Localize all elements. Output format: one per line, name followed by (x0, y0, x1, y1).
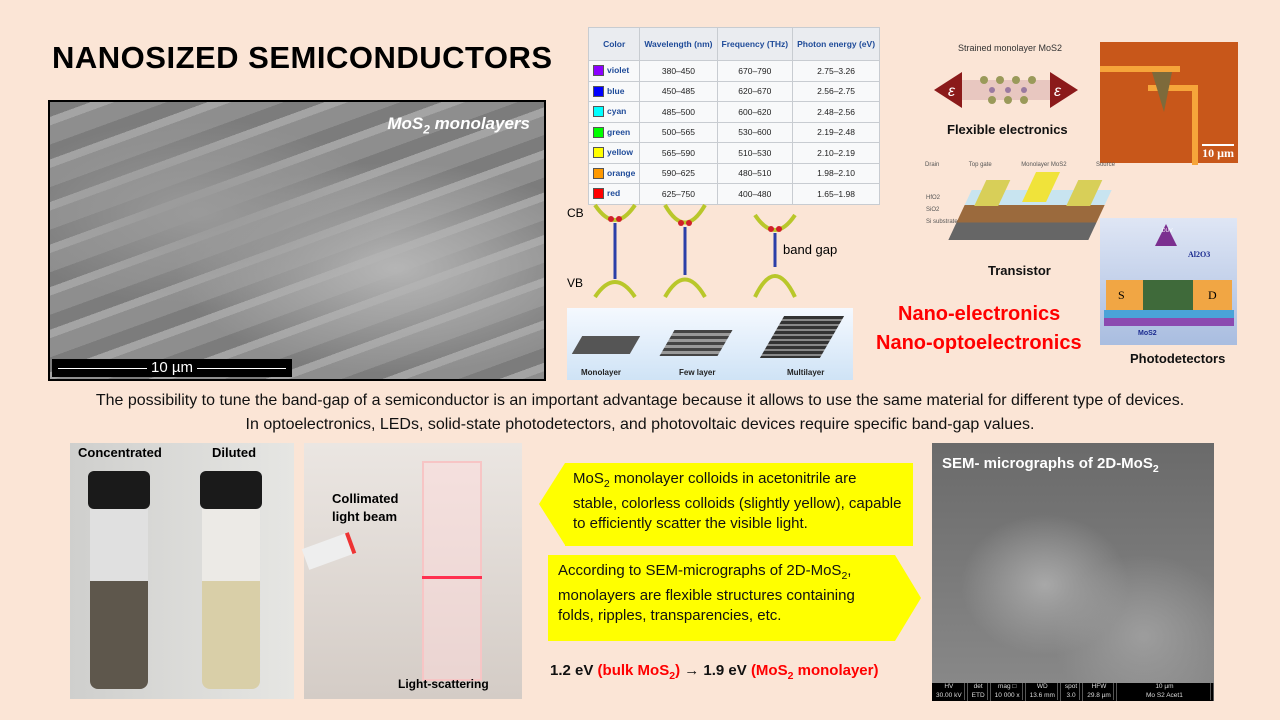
color-cell: violet (587, 60, 641, 82)
photodetectors-label: Photodetectors (1130, 351, 1226, 366)
layer-label: Multilayer (787, 368, 825, 377)
wavelength-cell: 565–590 (639, 142, 718, 164)
device-micrograph: 10 µm (1100, 42, 1238, 165)
sem-info-field: mag □10 000 x (991, 683, 1026, 701)
color-cell: green (587, 121, 641, 143)
table-header: Wavelength (nm) (639, 27, 718, 61)
vials-photo: Concentrated Diluted (70, 443, 294, 699)
wavelength-cell: 380–450 (639, 60, 718, 82)
energy-cell: 1.98–2.10 (792, 162, 881, 184)
strained-caption: Strained monolayer MoS2 (957, 43, 1063, 53)
band-gap-label: band gap (783, 242, 837, 257)
band-gap-diagram: CB VB band gap (567, 203, 837, 299)
energy-cell: 2.19–2.48 (792, 121, 881, 143)
energy-cell: 1.65–1.98 (792, 183, 881, 205)
band-gap-equation: 1.2 eV (bulk MoS2) → 1.9 eV (MoS2 monola… (550, 662, 879, 682)
nano-optoelectronics-text: Nano-optoelectronics (876, 332, 1082, 354)
color-cell: yellow (587, 142, 641, 164)
slide-title: NANOSIZED SEMICONDUCTORS (52, 40, 553, 75)
sem-label: MoS2 monolayers (387, 114, 530, 137)
energy-cell: 2.75–3.26 (792, 60, 881, 82)
color-swatch (593, 126, 604, 138)
transistor-figure (948, 172, 1112, 240)
table-header: Frequency (THz) (716, 27, 794, 61)
frequency-cell: 620–670 (716, 80, 794, 102)
sem2-label: SEM- micrographs of 2D-MoS2 (942, 455, 1159, 475)
color-swatch (593, 106, 604, 118)
table-header: Photon energy (eV) (792, 27, 881, 61)
frequency-cell: 480–510 (716, 162, 794, 184)
layers-figure: Monolayer Few layer Multilayer (567, 308, 853, 380)
vb-label: VB (567, 276, 583, 290)
table-header: Color (587, 27, 641, 61)
frequency-cell: 510–530 (716, 142, 794, 164)
frequency-cell: 670–790 (716, 60, 794, 82)
callout-colloids: MoS2 monolayer colloids in acetonitrile … (539, 463, 913, 546)
color-cell: orange (587, 162, 641, 184)
wavelength-cell: 590–625 (639, 162, 718, 184)
wavelength-cell: 485–500 (639, 101, 718, 123)
color-swatch (593, 147, 604, 159)
svg-text:ε: ε (948, 83, 956, 100)
description-paragraph: The possibility to tune the band-gap of … (95, 392, 1185, 433)
frequency-cell: 600–620 (716, 101, 794, 123)
energy-cell: 2.56–2.75 (792, 80, 881, 102)
sem-image-monolayers: MoS2 monolayers 10 µm (48, 100, 546, 381)
cb-label: CB (567, 206, 584, 220)
transistor-label: Transistor (988, 263, 1051, 278)
scale-label: 10 µm (1202, 144, 1234, 160)
scale-bar: 10 µm (52, 359, 292, 377)
layer-label: Monolayer (581, 368, 622, 377)
energy-cell: 2.48–2.56 (792, 101, 881, 123)
color-swatch (593, 85, 604, 97)
wavelength-cell: 450–485 (639, 80, 718, 102)
svg-text:ε: ε (1054, 83, 1062, 100)
color-cell: blue (587, 80, 641, 102)
wavelength-cell: 500–565 (639, 121, 718, 143)
callout-sem: According to SEM-micrographs of 2D-MoS2,… (548, 555, 921, 641)
color-cell: red (587, 183, 641, 205)
flexible-electronics-label: Flexible electronics (947, 122, 1068, 137)
energy-cell: 2.10–2.19 (792, 142, 881, 164)
frequency-cell: 530–600 (716, 121, 794, 143)
color-cell: cyan (587, 101, 641, 123)
color-swatch (593, 65, 604, 77)
color-swatch (593, 167, 604, 179)
strained-mos2-figure: ε ε (934, 72, 1078, 108)
cuvette-photo: Collimated light beam Light-scattering (301, 443, 522, 699)
nano-electronics-text: Nano-electronics (898, 303, 1061, 325)
color-swatch (593, 188, 604, 200)
wavelength-cell: 625–750 (639, 183, 718, 205)
photodetector-figure: DUV Al2O3 S D MoS2 (1100, 218, 1237, 345)
layer-label: Few layer (679, 368, 716, 377)
